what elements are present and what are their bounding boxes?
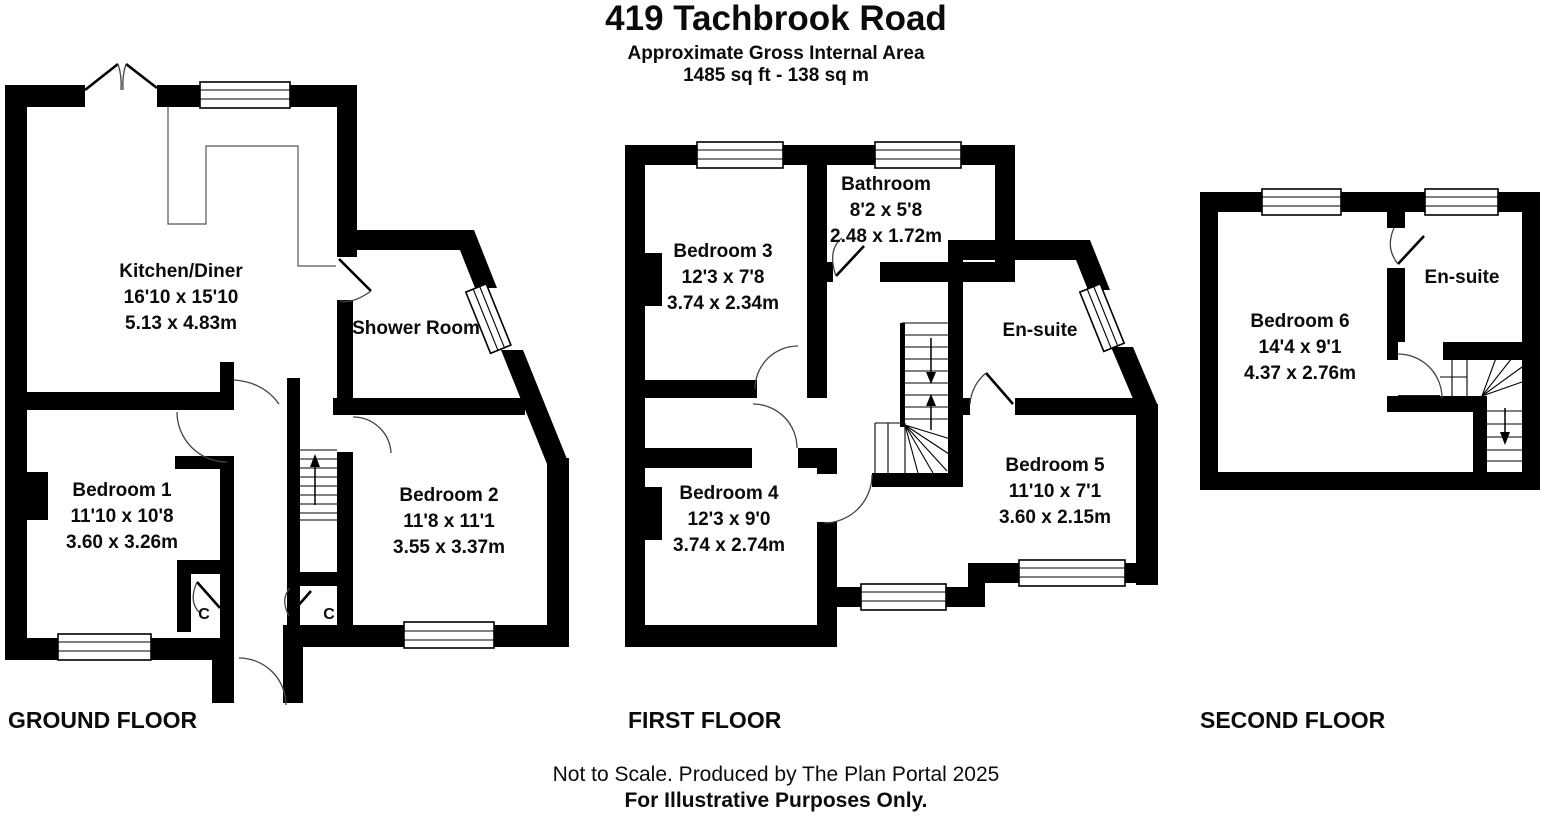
window <box>860 583 947 611</box>
second-windows <box>1261 188 1499 216</box>
window <box>464 282 512 355</box>
first-labels: Bedroom 3 12'3 x 7'8 3.74 x 2.34m Bathro… <box>628 174 1111 733</box>
first-stairs <box>874 322 958 474</box>
room-dims: 16'10 x 15'10 <box>124 287 239 308</box>
room-dims: 11'8 x 11'1 <box>403 511 495 532</box>
room-label: Shower Room <box>352 318 480 339</box>
room-dims: 5.13 x 4.83m <box>125 313 237 334</box>
ground-kitchen-counter <box>167 107 336 267</box>
window <box>1261 188 1342 216</box>
room-dims: 3.74 x 2.74m <box>673 535 785 556</box>
door <box>969 372 1014 405</box>
room-label: En-suite <box>1425 267 1500 288</box>
room-label: Bedroom 6 <box>1250 311 1349 332</box>
room-label: Bedroom 2 <box>399 485 498 506</box>
page-title: 419 Tachbrook Road <box>605 0 947 38</box>
room-dims: 11'10 x 10'8 <box>70 506 173 527</box>
door <box>831 237 865 277</box>
second-doors <box>1389 227 1443 399</box>
french-doors-icon <box>84 62 158 92</box>
door-arc <box>176 411 228 463</box>
closet-door <box>192 581 221 614</box>
room-label: Bathroom <box>841 174 931 195</box>
room-label: Bedroom 5 <box>1005 455 1105 476</box>
ground-windows <box>57 81 512 661</box>
door-arc <box>754 345 799 390</box>
second-walls <box>1200 192 1540 490</box>
ground-labels: Kitchen/Diner 16'10 x 15'10 5.13 x 4.83m… <box>8 261 505 733</box>
closet-label: C <box>198 606 210 623</box>
room-dims: 11'10 x 7'1 <box>1009 481 1102 502</box>
room-dims: 2.48 x 1.72m <box>830 226 942 247</box>
floor-title: SECOND FLOOR <box>1200 707 1386 733</box>
first-windows <box>696 141 1126 611</box>
ground-walls <box>5 85 569 703</box>
floor-title: GROUND FLOOR <box>8 707 197 733</box>
second-labels: Bedroom 6 14'4 x 9'1 4.37 x 2.76m En-sui… <box>1200 267 1499 733</box>
ground-stairs <box>300 449 337 521</box>
window <box>874 141 962 169</box>
window <box>57 633 152 661</box>
second-floor-plan: Bedroom 6 14'4 x 9'1 4.37 x 2.76m En-sui… <box>1200 188 1540 733</box>
room-dims: 3.60 x 3.26m <box>66 532 178 553</box>
ground-doors <box>84 62 392 706</box>
room-dims: 14'4 x 9'1 <box>1259 337 1342 358</box>
header-subtitle: Approximate Gross Internal Area <box>627 43 924 64</box>
room-label: En-suite <box>1003 320 1078 341</box>
first-doors <box>752 237 1014 524</box>
header-area: 1485 sq ft - 138 sq m <box>683 65 869 86</box>
room-dims: 12'3 x 9'0 <box>688 509 771 530</box>
door-arc <box>352 416 392 454</box>
window <box>1078 282 1126 353</box>
closet-door <box>284 587 312 617</box>
room-dims: 3.74 x 2.34m <box>667 293 779 314</box>
window <box>1018 559 1126 587</box>
room-dims: 3.60 x 2.15m <box>999 507 1111 528</box>
room-dims: 4.37 x 2.76m <box>1244 363 1356 384</box>
door-arc <box>752 403 798 449</box>
room-dims: 3.55 x 3.37m <box>393 537 505 558</box>
room-label: Kitchen/Diner <box>119 261 243 282</box>
front-door-arc <box>238 657 287 706</box>
footer: Not to Scale. Produced by The Plan Porta… <box>553 763 1000 812</box>
door <box>338 258 372 303</box>
window <box>403 621 495 649</box>
room-dims: 12'3 x 7'8 <box>682 267 765 288</box>
door <box>1397 353 1443 399</box>
room-dims: 8'2 x 5'8 <box>850 200 922 221</box>
second-stairs <box>1440 357 1523 462</box>
closet-label: C <box>323 606 335 623</box>
ground-floor-plan: Kitchen/Diner 16'10 x 15'10 5.13 x 4.83m… <box>5 62 569 733</box>
first-floor-plan: Bedroom 3 12'3 x 7'8 3.74 x 2.34m Bathro… <box>625 141 1158 733</box>
footer-purpose: For Illustrative Purposes Only. <box>624 789 927 812</box>
room-label: Bedroom 3 <box>673 241 772 262</box>
window <box>199 81 291 109</box>
room-label: Bedroom 4 <box>679 483 779 504</box>
door-arc <box>823 474 873 524</box>
door <box>1389 227 1425 265</box>
room-label: Bedroom 1 <box>72 480 172 501</box>
door-arc <box>233 379 280 405</box>
header: 419 Tachbrook Road Approximate Gross Int… <box>605 0 947 86</box>
window <box>696 141 784 169</box>
window <box>1424 188 1499 216</box>
footer-disclaimer: Not to Scale. Produced by The Plan Porta… <box>553 763 1000 786</box>
floor-title: FIRST FLOOR <box>628 707 782 733</box>
